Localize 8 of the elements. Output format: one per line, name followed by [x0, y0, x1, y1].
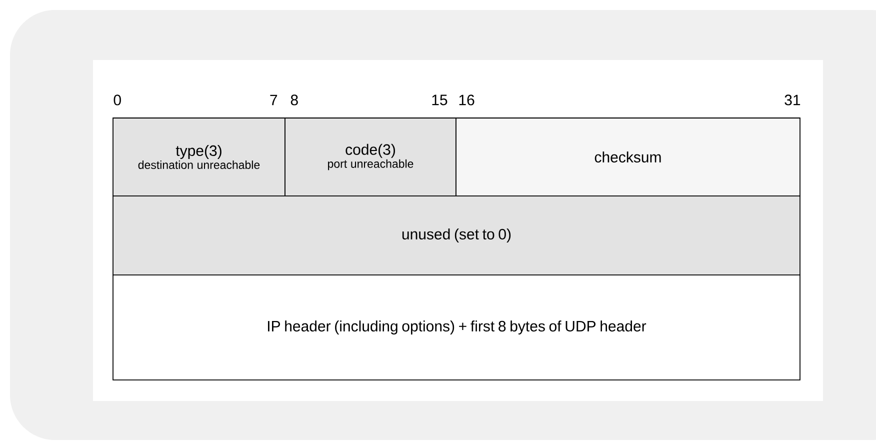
field-cell: type(3) destination unreachable	[112, 118, 286, 196]
bit-number: 15	[432, 94, 448, 106]
field-cell: code(3) port unreachable	[284, 118, 456, 196]
field-cell: checksum	[456, 118, 800, 196]
bit-number: 8	[290, 94, 298, 106]
bit-number: 16	[459, 94, 474, 106]
field-cell: IP header (including options) + first 8 bytes of UDP header	[112, 274, 800, 380]
bit-number: 7	[270, 94, 278, 106]
